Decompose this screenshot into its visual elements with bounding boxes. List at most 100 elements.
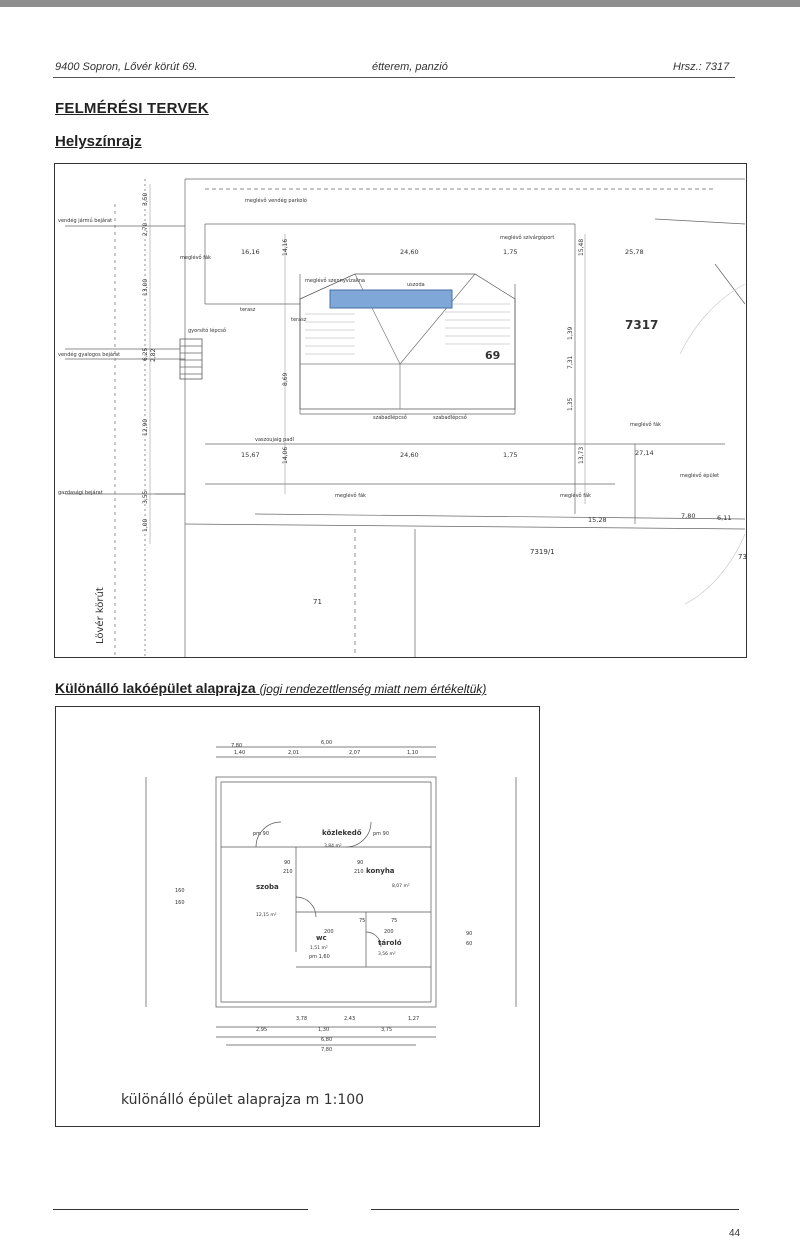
- dim-d1: 16,16: [241, 248, 260, 256]
- dim-d3: 1,75: [503, 248, 517, 256]
- fp-s1: 90: [284, 860, 290, 866]
- fp-b4: 2,95: [256, 1027, 267, 1033]
- fp-dim-top2: 6,00: [321, 740, 332, 746]
- area-bedroom: 12,15 m²: [256, 912, 277, 918]
- dim-v6: 1,00: [142, 518, 149, 532]
- dim-v12: 14,16: [282, 239, 289, 256]
- lot-number-main: 7317: [625, 318, 658, 332]
- page-number: 44: [729, 1228, 741, 1239]
- fp-pm1: pm 90: [253, 831, 269, 837]
- label-trees-3: meglévő fák: [630, 421, 661, 428]
- fp-pm2: pm 90: [373, 831, 389, 837]
- label-pool: uszoda: [407, 282, 425, 288]
- dim-v14: 1,35: [567, 397, 574, 411]
- dim-v5: 3,55: [142, 490, 149, 504]
- dim-d7: 1,75: [503, 451, 517, 459]
- dim-d8: 27,14: [635, 449, 654, 457]
- dim-v8: 1,39: [567, 326, 574, 340]
- label-pad: vaszoujaig padl: [255, 437, 294, 443]
- dim-d2: 24,60: [400, 248, 419, 256]
- label-trees-2: meglévő fák: [335, 492, 366, 499]
- site-plan-title: Helyszínrajz: [55, 133, 142, 150]
- dim-d6: 24,60: [400, 451, 419, 459]
- fp-s7: 200: [324, 929, 334, 935]
- fp-dim-top4: 2,01: [288, 750, 299, 756]
- fp-dim-top5: 2,07: [349, 750, 360, 756]
- room-corridor: közlekedő: [322, 828, 362, 837]
- fp-b8: 7,80: [321, 1047, 332, 1053]
- label-terrace: terasz: [240, 307, 256, 313]
- fp-b1: 3,78: [296, 1016, 307, 1022]
- floorplan-caption: különálló épület alaprajza m 1:100: [121, 1092, 364, 1108]
- dim-v13: 8,69: [282, 372, 289, 386]
- dim-d10: 7,80: [681, 512, 695, 520]
- pool-highlight: [329, 289, 453, 309]
- fp-b7: 6,80: [321, 1037, 332, 1043]
- fp-b3: 1,27: [408, 1016, 419, 1022]
- dim-v11: 14,06: [282, 447, 289, 464]
- floorplan-title: Különálló lakóépület alaprajza (jogi ren…: [55, 680, 486, 696]
- site-label-vehicle-entry: vendég jármű bejárat: [58, 217, 112, 224]
- fp-s4: 210: [354, 869, 364, 875]
- fp-s6: 75: [391, 918, 397, 924]
- top-bar: [0, 0, 800, 7]
- fp-b5: 1,30: [318, 1027, 329, 1033]
- dim-v16: 2,82: [150, 348, 157, 362]
- footer-rule-right: [371, 1209, 739, 1210]
- dim-v1: 3,50: [142, 192, 149, 206]
- fp-s5: 75: [359, 918, 365, 924]
- fp-b2: 2,43: [344, 1016, 355, 1022]
- dim-v7: 15,48: [578, 239, 585, 256]
- dim-v9: 7,31: [567, 355, 574, 369]
- fp-s10: 60: [466, 941, 472, 947]
- dim-d4: 25,78: [625, 248, 644, 256]
- main-title: FELMÉRÉSI TERVEK: [55, 100, 209, 117]
- dim-v2: 2,70: [142, 222, 149, 236]
- label-free-stairs-2: szabadlépcső: [433, 414, 467, 421]
- floorplan-note: (jogi rendezettlenség miatt nem értékelt…: [259, 682, 487, 696]
- header-lot: Hrsz.: 7317: [673, 61, 730, 73]
- room-kitchen: konyha: [366, 867, 395, 875]
- dim-d11: 6,11: [717, 514, 731, 522]
- area-wc: 1,51 m²: [310, 945, 328, 951]
- label-free-stairs-1: szabadlépcső: [373, 414, 407, 421]
- label-drain: meglévő szivárgóport: [500, 234, 554, 241]
- site-plan-drawing: vendég jármű bejárat vendég gyalogos bej…: [54, 163, 747, 658]
- site-label-pedestrian-entry: vendég gyalogos bejárat: [58, 351, 120, 358]
- label-trees-4: meglévő fák: [560, 492, 591, 499]
- label-stairs: gyorsító lépcső: [188, 327, 226, 334]
- fp-l1: 160: [175, 888, 185, 894]
- label-sewer: meglévő szennyvízakna: [305, 277, 365, 284]
- room-storage: tároló: [378, 939, 402, 947]
- room-wc: wc: [316, 934, 327, 942]
- fp-s8: 200: [384, 929, 394, 935]
- fp-s9: 90: [466, 931, 472, 937]
- area-kitchen: 8,07 m²: [392, 883, 410, 889]
- fp-dim-top1: 7,80: [231, 743, 242, 749]
- fp-dim-top3: 1,40: [234, 750, 245, 756]
- floorplan-svg: 7,80 6,00 1,40 2,01 2,07 1,10 pm 90 pm 9…: [121, 740, 517, 1108]
- fp-dim-top6: 1,10: [407, 750, 418, 756]
- room-bedroom: szoba: [256, 883, 279, 891]
- footer-rule-left: [53, 1209, 308, 1210]
- header-rule: [53, 77, 735, 78]
- lot-number-small: 71: [313, 598, 322, 606]
- fp-b6: 3,75: [381, 1027, 392, 1033]
- fp-l2: 160: [175, 900, 185, 906]
- fp-s2: 210: [283, 869, 293, 875]
- label-existing-building: meglévő épület: [680, 472, 719, 479]
- site-label-service-entry: gazdasági bejárat: [58, 489, 103, 496]
- floorplan-title-text: Különálló lakóépület alaprajza: [55, 680, 256, 696]
- label-terrace-2: terasz: [291, 317, 307, 323]
- dim-v10: 13,73: [578, 447, 585, 464]
- dim-v4: 12,90: [142, 419, 149, 436]
- fp-pm3: pm 1,60: [309, 954, 330, 960]
- header-address: 9400 Sopron, Lővér körút 69.: [55, 61, 198, 73]
- house-number: 69: [485, 349, 500, 362]
- area-corridor: 3,84 m²: [324, 843, 342, 849]
- dim-d5: 15,67: [241, 451, 260, 459]
- lot-number-below: 7319/1: [530, 548, 555, 556]
- street-name: Lövér körút: [94, 587, 106, 644]
- area-storage: 3,56 m²: [378, 951, 396, 957]
- fp-s3: 90: [357, 860, 363, 866]
